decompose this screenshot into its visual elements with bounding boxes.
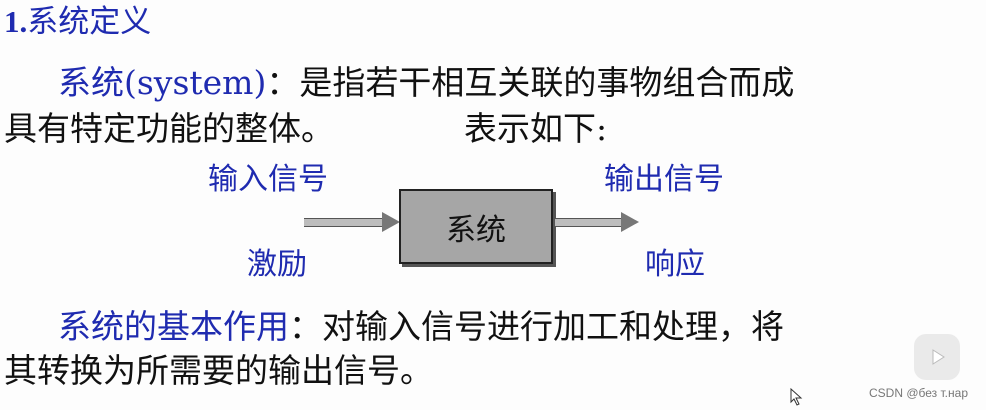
response-label: 响应 [645, 247, 705, 282]
stimulus-label: 激励 [247, 247, 307, 282]
output-signal-label: 输出信号 [604, 162, 724, 197]
heading-text: 系统定义 [27, 4, 152, 40]
definition-line-1: 系统(system)：是指若干相互关联的事物组合而成 [58, 60, 794, 106]
input-arrow [304, 212, 400, 232]
play-button[interactable] [914, 334, 960, 380]
definition-line-2-text: 具有特定功能的整体。 [4, 109, 334, 148]
system-box: 系统 [399, 189, 553, 264]
definition-line-1-text: 是指若干相互关联的事物组合而成 [299, 63, 795, 102]
heading-number: 1. [4, 4, 28, 39]
input-signal-label: 输入信号 [208, 162, 328, 197]
role-term: 系统的基本作用 [58, 307, 289, 346]
definition-colon: ： [266, 63, 300, 102]
role-line-2: 其转换为所需要的输出信号。 [4, 351, 433, 390]
role-line-1-text: 对输入信号进行加工和处理，将 [322, 307, 784, 346]
play-icon [932, 349, 945, 365]
definition-line-2-tail: 表示如下: [464, 109, 608, 148]
mouse-cursor-icon [790, 388, 803, 406]
role-colon: ： [289, 307, 322, 346]
role-line-1: 系统的基本作用：对输入信号进行加工和处理，将 [58, 304, 784, 350]
output-arrow [555, 212, 639, 232]
watermark: CSDN @без т.нар [869, 386, 968, 400]
definition-term: 系统(system) [58, 63, 267, 102]
slide-heading: 1.系统定义 [4, 2, 151, 42]
definition-line-2: 具有特定功能的整体。 表示如下: [4, 106, 607, 152]
system-box-label: 系统 [446, 212, 506, 248]
